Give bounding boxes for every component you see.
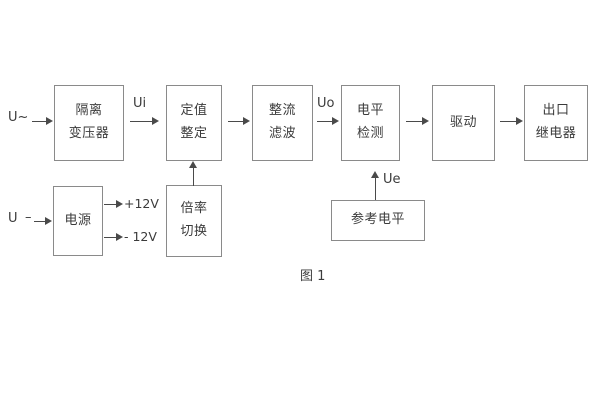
block-setting-adjust: 定值 整定 (166, 85, 222, 161)
arrowhead-supply-positive-icon (116, 200, 123, 208)
connector-ratio-to-setting (193, 167, 194, 186)
block-ratio-switch-line1: 倍率 (180, 201, 208, 217)
block-output-relay: 出口 继电器 (524, 85, 588, 161)
block-isolation-transformer-line1: 隔离 (75, 103, 103, 119)
block-level-detect-line2: 检测 (356, 126, 384, 141)
connector-supply-positive (104, 204, 118, 205)
arrowhead-uo-icon (332, 117, 339, 125)
block-rectify-filter: 整流 滤波 (252, 85, 313, 161)
arrowhead-supply-negative-icon (116, 233, 123, 241)
connector-setting-to-rectify (228, 121, 245, 122)
arrowhead-dc-input-icon (45, 217, 52, 225)
block-reference-level: 参考电平 (331, 200, 425, 241)
figure-caption: 图 1 (300, 269, 326, 284)
block-driver-line1: 驱动 (449, 114, 477, 130)
block-output-relay-line2: 继电器 (535, 126, 577, 141)
signal-label-ui: Ui (133, 96, 147, 111)
arrowhead-ue-icon (371, 171, 379, 178)
input-label-dc-dash: – (25, 210, 32, 225)
connector-dc-input-line (34, 221, 47, 222)
block-isolation-transformer-line2: 变压器 (68, 126, 110, 141)
block-isolation-transformer: 隔离 变压器 (54, 85, 124, 161)
connector-level-to-driver (406, 121, 424, 122)
arrowhead-ratio-to-setting-icon (189, 161, 197, 168)
supply-label-negative: - 12V (124, 229, 157, 244)
signal-label-uo: Uo (317, 96, 335, 111)
block-setting-adjust-line1: 定值 (180, 103, 208, 119)
block-output-relay-line1: 出口 (542, 103, 570, 119)
block-ratio-switch: 倍率 切换 (166, 185, 222, 257)
block-setting-adjust-line2: 整定 (180, 126, 208, 141)
block-level-detect: 电平 检测 (341, 85, 400, 161)
connector-transformer-to-setting (130, 121, 154, 122)
connector-supply-negative (104, 237, 118, 238)
connector-reference-to-level (375, 177, 376, 200)
block-power-supply-line1: 电源 (64, 212, 92, 228)
block-reference-level-line1: 参考电平 (350, 212, 405, 228)
supply-label-positive: +12V (124, 196, 159, 211)
block-power-supply: 电源 (53, 186, 103, 256)
block-level-detect-line1: 电平 (356, 103, 384, 119)
arrowhead-setting-to-rectify-icon (243, 117, 250, 125)
arrowhead-ui-icon (152, 117, 159, 125)
block-rectify-filter-line1: 整流 (268, 103, 296, 119)
signal-label-ue: Ue (383, 172, 401, 187)
input-label-ac: U~ (8, 110, 29, 125)
arrowhead-level-to-driver-icon (422, 117, 429, 125)
block-driver: 驱动 (432, 85, 495, 161)
arrowhead-driver-to-relay-icon (516, 117, 523, 125)
connector-driver-to-relay (500, 121, 518, 122)
arrowhead-ac-input-icon (46, 117, 53, 125)
block-ratio-switch-line2: 切换 (180, 224, 208, 239)
block-rectify-filter-line2: 滤波 (268, 126, 296, 141)
input-label-dc: U (8, 211, 18, 226)
connector-ac-input-line (32, 121, 48, 122)
connector-rectify-to-level (317, 121, 334, 122)
